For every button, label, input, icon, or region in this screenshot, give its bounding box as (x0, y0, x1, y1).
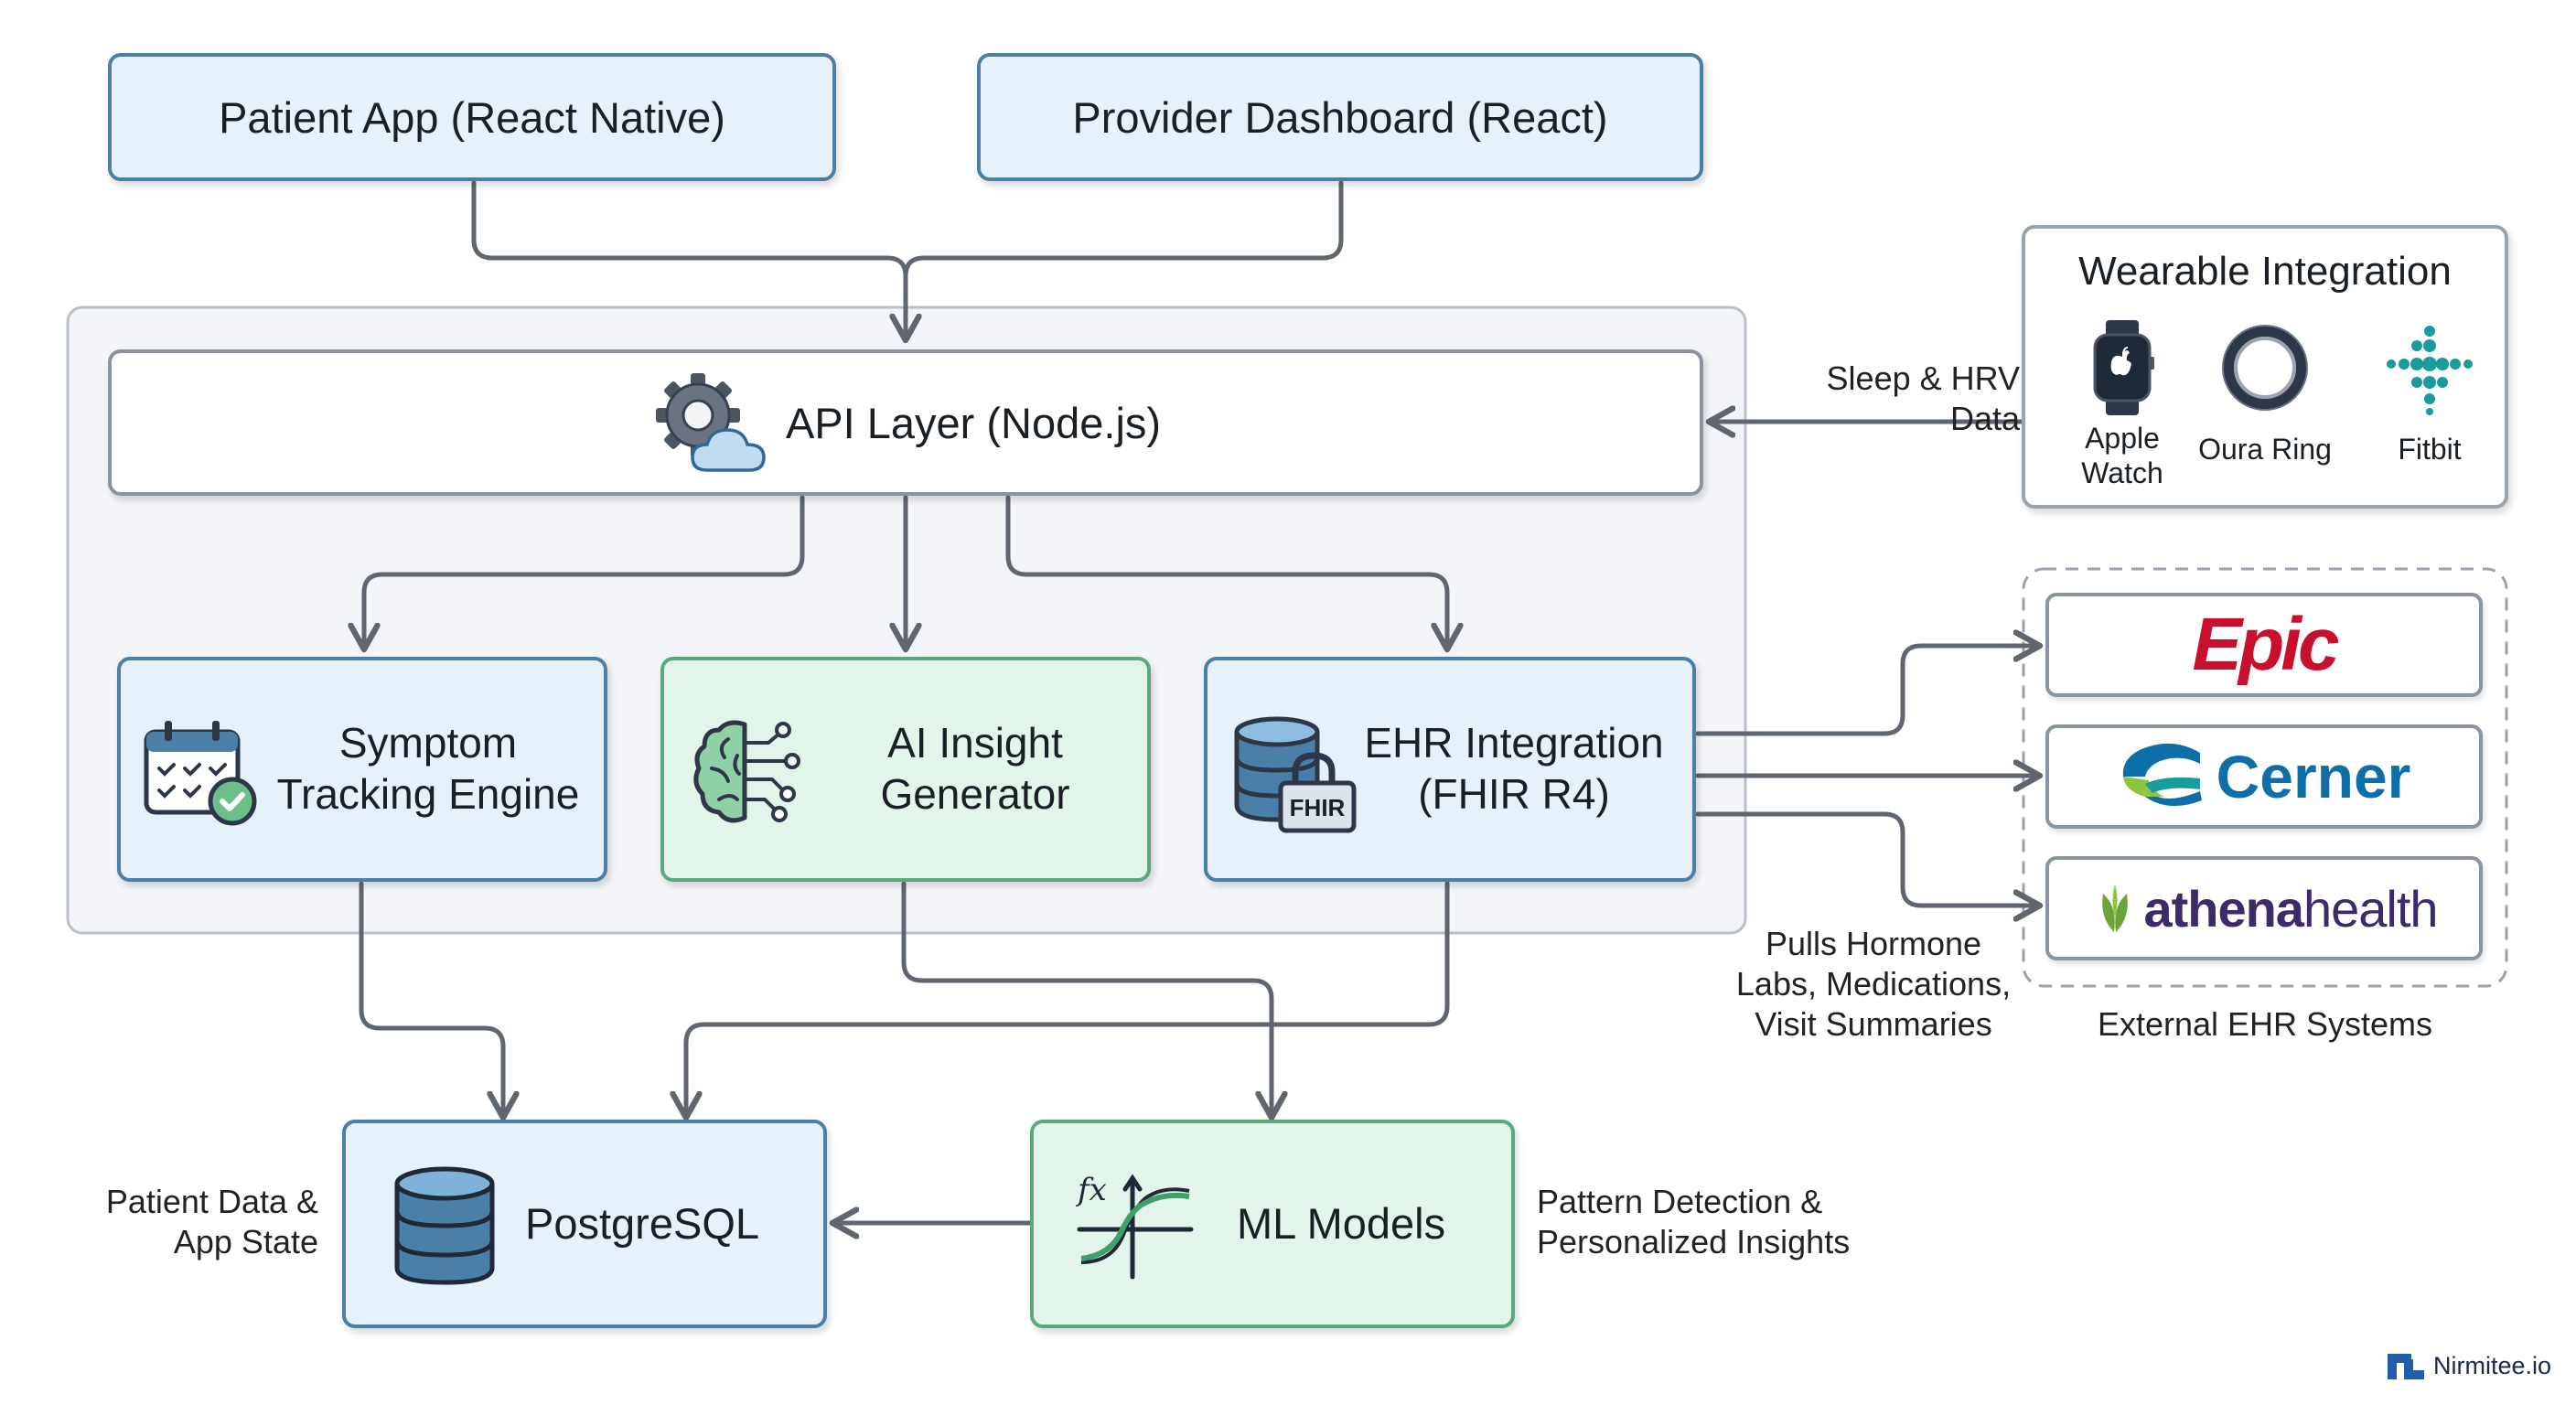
ml-note: Pattern Detection & Personalized Insight… (1537, 1182, 1903, 1262)
cerner-logo-box: Cerner (2045, 724, 2483, 829)
health-word: health (2302, 879, 2439, 938)
oura-ring-icon (2221, 324, 2309, 416)
athena-leaf-icon (2090, 881, 2140, 936)
fitbit-label: Fitbit (2398, 433, 2462, 466)
brain-circuit-icon (692, 715, 810, 833)
postgres-note-line-1: Patient Data & (105, 1183, 318, 1220)
arrow-api-to-ehr (1005, 495, 1447, 649)
watermark-text: Nirmitee.io (2433, 1351, 2552, 1379)
ml-note-line-2: Personalized Insights (1537, 1223, 1851, 1260)
apple-watch-icon (2089, 320, 2155, 420)
patient-app-label: Patient App (React Native) (219, 92, 725, 142)
arrow-api-to-symptom (364, 495, 805, 649)
symptom-tracking-label: Symptom Tracking Engine (273, 717, 584, 820)
symptom-line-2: Tracking Engine (276, 770, 580, 818)
epic-logo-box: Epic (2045, 593, 2483, 697)
apple-watch-line-2: Watch (2081, 456, 2163, 489)
athenahealth-logo-box: athenahealth (2045, 856, 2483, 960)
ehr-pull-line-3: Visit Summaries (1755, 1005, 1992, 1043)
external-ehr-caption: External EHR Systems (2097, 1005, 2433, 1043)
ml-note-line-1: Pattern Detection & (1537, 1183, 1823, 1220)
cerner-logo: Cerner (2216, 743, 2411, 810)
postgresql-label: PostgreSQL (525, 1199, 760, 1248)
nirmitee-logo-icon (2386, 1350, 2426, 1381)
database-lock-icon: FHIR (1229, 713, 1358, 839)
oura-ring-label: Oura Ring (2198, 433, 2332, 466)
calendar-check-icon (141, 717, 260, 831)
apple-watch-line-1: Apple (2085, 422, 2160, 455)
arrow-ehr-to-postgres (686, 881, 1450, 1118)
ehr-integration-label: EHR Integration (FHIR R4) (1345, 717, 1683, 820)
arrow-ai-to-ml (901, 881, 1272, 1118)
arrow-provider-to-api (903, 180, 1344, 279)
arrow-ehr-to-athena (1695, 811, 2040, 906)
ehr-pull-line-2: Labs, Medications, (1735, 965, 2012, 1003)
ai-insight-box: AI Insight Generator (660, 657, 1151, 882)
watermark: Nirmitee.io (2386, 1350, 2551, 1381)
ai-line-1: AI Insight (887, 719, 1063, 767)
api-layer-box: API Layer (Node.js) (108, 349, 1703, 496)
function-graph-icon: fx (1075, 1171, 1195, 1285)
ai-insight-label: AI Insight Generator (829, 717, 1122, 820)
patient-app-box: Patient App (React Native) (108, 53, 836, 181)
fx-text: fx (1076, 1172, 1107, 1208)
fhir-badge-text: FHIR (1290, 794, 1346, 821)
ehr-line-2: (FHIR R4) (1418, 770, 1610, 818)
ehr-line-1: EHR Integration (1364, 719, 1664, 767)
ml-models-box: fx ML Models (1030, 1120, 1515, 1328)
wearable-integration-box: Wearable Integration Apple Watch Oura Ri… (2022, 225, 2508, 509)
symptom-tracking-box: Symptom Tracking Engine (117, 657, 607, 882)
ehr-pull-label: Pulls Hormone Labs, Medications, Visit S… (1703, 924, 2044, 1045)
athena-word: athena (2143, 879, 2303, 938)
ehr-pull-line-1: Pulls Hormone (1765, 925, 1982, 962)
wearable-title: Wearable Integration (2078, 249, 2452, 294)
fitbit-icon (2384, 324, 2475, 420)
postgresql-box: PostgreSQL (342, 1120, 827, 1328)
athenahealth-logo: athenahealth (2143, 879, 2439, 938)
arrow-symptom-to-postgres (359, 881, 503, 1118)
symptom-line-1: Symptom (338, 719, 518, 767)
sleep-hrv-label: Sleep & HRV Data (1826, 359, 2020, 437)
provider-dashboard-label: Provider Dashboard (React) (1072, 92, 1608, 142)
ai-line-2: Generator (880, 770, 1070, 818)
epic-logo: Epic (2192, 603, 2339, 686)
gear-cloud-icon (650, 368, 769, 477)
postgres-note: Patient Data & App State (37, 1182, 318, 1262)
provider-dashboard-box: Provider Dashboard (React) (977, 53, 1703, 181)
cerner-swoosh-icon (2118, 740, 2206, 813)
database-icon (392, 1165, 498, 1291)
ml-models-label: ML Models (1237, 1199, 1446, 1248)
apple-watch-label: Apple Watch (2058, 421, 2186, 490)
ehr-integration-box: FHIR EHR Integration (FHIR R4) (1204, 657, 1696, 882)
postgres-note-line-2: App State (173, 1223, 318, 1260)
api-layer-label: API Layer (Node.js) (785, 398, 1162, 447)
arrow-ehr-to-epic (1695, 646, 2040, 736)
